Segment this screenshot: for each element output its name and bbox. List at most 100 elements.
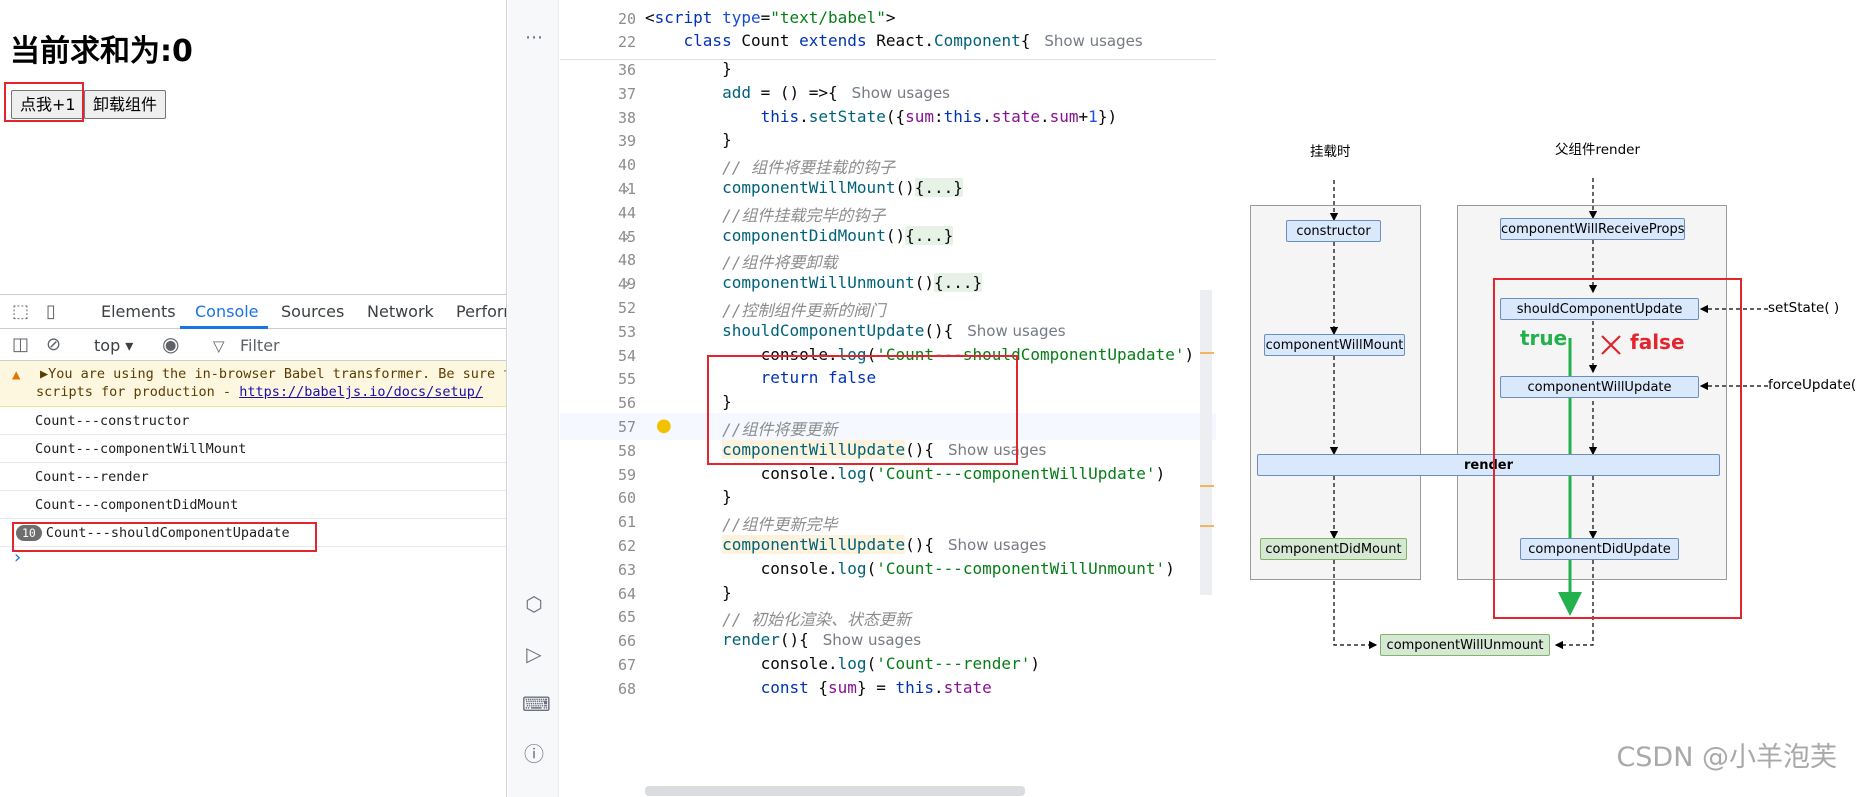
sidebar-toggle-icon[interactable]: ◫: [12, 334, 30, 355]
babel-docs-link[interactable]: https://babeljs.io/docs/setup/: [239, 384, 484, 400]
editor-code-line[interactable]: //组件将要卸载: [722, 253, 838, 273]
editor-code-line[interactable]: console.log('Count---componentWillUnmoun…: [645, 558, 1175, 578]
sticky-line-number: 22: [617, 33, 636, 51]
vertical-scrollbar[interactable]: [1200, 290, 1212, 595]
context-value: top: [94, 336, 121, 355]
services-icon[interactable]: ⬡: [525, 592, 543, 616]
editor-line-number: 38: [617, 108, 636, 127]
clear-console-icon[interactable]: ⊘: [46, 334, 62, 355]
code-editor: ⋯ ⬡ ▷ ⌨ ⓘ 36 }37 add = () =>{Show usages…: [508, 0, 1216, 797]
editor-code-line[interactable]: }: [645, 582, 732, 602]
editor-code-line[interactable]: console.log('Count---componentWillUpdate…: [645, 463, 1166, 483]
editor-code-line[interactable]: }: [645, 59, 732, 78]
editor-line-number: 48: [617, 251, 636, 270]
console-toolbar: ◫ ⊘ top ▾ ◉ ▽ Filter: [0, 329, 506, 361]
fold-chevron-icon[interactable]: ›: [624, 179, 631, 198]
editor-line-number: 53: [617, 322, 636, 341]
editor-code-line[interactable]: componentWillUnmount(){...}: [722, 273, 983, 293]
editor-line-number: 56: [617, 394, 636, 413]
highlight-update-flow: [1493, 278, 1742, 619]
show-usages-hint[interactable]: Show usages: [967, 321, 1066, 340]
editor-code-line[interactable]: console.log('Count---render'): [645, 654, 1040, 673]
editor-code-line[interactable]: componentDidMount(){...}: [722, 225, 954, 245]
editor-line-number: 54: [617, 346, 636, 365]
editor-line-number: 57: [617, 418, 636, 436]
tab-network[interactable]: Network: [367, 302, 434, 321]
constructor-node: constructor: [1286, 220, 1381, 242]
editor-line-number: 62: [617, 537, 636, 555]
tab-console[interactable]: Console: [195, 302, 259, 321]
filter-icon: ▽: [213, 337, 225, 355]
console-log-row: Count---constructor: [0, 407, 506, 435]
filter-input[interactable]: Filter: [240, 336, 280, 355]
editor-code-line[interactable]: }: [645, 487, 732, 507]
fold-chevron-icon[interactable]: ›: [624, 274, 631, 294]
device-toolbar-icon[interactable]: ▯: [46, 301, 56, 322]
editor-code-line[interactable]: const {sum} = this.state: [760, 677, 992, 697]
editor-line-number: 49: [617, 275, 636, 294]
inspect-element-icon[interactable]: ⬚: [12, 301, 30, 322]
editor-line-number: 60: [617, 489, 636, 508]
scroll-marker: [1200, 525, 1214, 527]
context-selector[interactable]: top ▾: [94, 336, 134, 355]
mount-title: 挂载时: [1310, 144, 1351, 160]
add-one-button[interactable]: 点我+1: [11, 90, 85, 119]
show-usages-hint[interactable]: Show usages: [851, 83, 950, 102]
highlight-add-button: [4, 82, 84, 122]
editor-code-line[interactable]: }: [645, 392, 732, 412]
editor-code-line[interactable]: render(){Show usages: [722, 630, 922, 650]
tab-sources[interactable]: Sources: [281, 302, 345, 321]
tab-elements[interactable]: Elements: [101, 302, 176, 321]
editor-line-number: 41: [617, 180, 636, 198]
editor-code-line[interactable]: componentWillUpdate(){Show usages: [722, 439, 1047, 459]
editor-code-line[interactable]: //控制组件更新的阀门: [722, 301, 886, 320]
terminal-icon[interactable]: ⌨: [522, 692, 551, 716]
parent-render-title: 父组件render: [1555, 142, 1641, 158]
editor-code-line[interactable]: // 组件将要挂载的钩子: [722, 158, 895, 178]
editor-code-line[interactable]: //组件将要更新: [722, 420, 838, 439]
warning-icon: ▲: [12, 367, 21, 383]
editor-code-line[interactable]: //组件挂载完毕的钩子: [722, 205, 886, 225]
show-usages-hint[interactable]: Show usages: [1044, 32, 1143, 50]
eye-icon[interactable]: ◉: [162, 332, 180, 356]
sticky-code-line[interactable]: class Count extends React.Component{Show…: [683, 31, 1143, 50]
editor-code-line[interactable]: // 初始化渲染、状态更新: [722, 610, 911, 630]
tab-performance[interactable]: Perform: [456, 302, 506, 321]
unmount-component-button[interactable]: 卸载组件: [84, 90, 167, 119]
editor-code-line[interactable]: }: [645, 130, 732, 150]
editor-line-number: 67: [617, 656, 636, 674]
warning-text-2: scripts for production -: [36, 384, 240, 400]
devtools-tab-bar: ⬚ ▯ Elements Console Sources Network Per…: [0, 295, 506, 329]
console-log-row: Count---render: [0, 463, 506, 491]
sticky-scroll-header: 20<script type="text/babel">22 class Cou…: [560, 0, 1216, 60]
sticky-code-line[interactable]: <script type="text/babel">: [645, 8, 896, 27]
will-update-node: componentWillUpdate: [1500, 376, 1699, 398]
editor-code-line[interactable]: componentWillUpdate(){Show usages: [722, 535, 1047, 554]
console-log-row: Count---componentWillMount: [0, 435, 506, 463]
fold-chevron-icon[interactable]: ›: [624, 226, 631, 246]
console-prompt[interactable]: ›: [14, 547, 22, 568]
editor-line-number: 37: [617, 84, 636, 103]
lightbulb-icon[interactable]: ●: [656, 415, 672, 436]
true-annotation: true: [1520, 326, 1568, 350]
current-line-highlight: [560, 413, 1216, 440]
problems-icon[interactable]: ⓘ: [524, 742, 544, 766]
show-usages-hint[interactable]: Show usages: [948, 536, 1047, 554]
highlight-should-component-update: [707, 355, 1018, 465]
editor-code-line[interactable]: add = () =>{Show usages: [722, 82, 950, 102]
show-usages-hint[interactable]: Show usages: [822, 631, 922, 650]
editor-code-line[interactable]: //组件更新完毕: [722, 515, 838, 535]
editor-code-line[interactable]: return false: [760, 368, 877, 388]
editor-code-line[interactable]: console.log('Count---shouldComponentUpad…: [645, 344, 1195, 364]
show-usages-hint[interactable]: Show usages: [948, 440, 1047, 459]
false-annotation: false: [1630, 330, 1685, 354]
editor-line-number: 59: [617, 465, 636, 484]
editor-line-number: 63: [617, 560, 636, 579]
editor-code-line[interactable]: this.setState({sum:this.state.sum+1}): [760, 106, 1118, 126]
run-icon[interactable]: ▷: [526, 642, 542, 666]
editor-code-line[interactable]: componentWillMount(){...}: [722, 178, 963, 197]
devtools-panel: ⬚ ▯ Elements Console Sources Network Per…: [0, 294, 506, 797]
horizontal-scrollbar[interactable]: [645, 786, 1025, 796]
editor-code-line[interactable]: shouldComponentUpdate(){Show usages: [722, 320, 1066, 340]
more-icon[interactable]: ⋯: [525, 27, 543, 48]
